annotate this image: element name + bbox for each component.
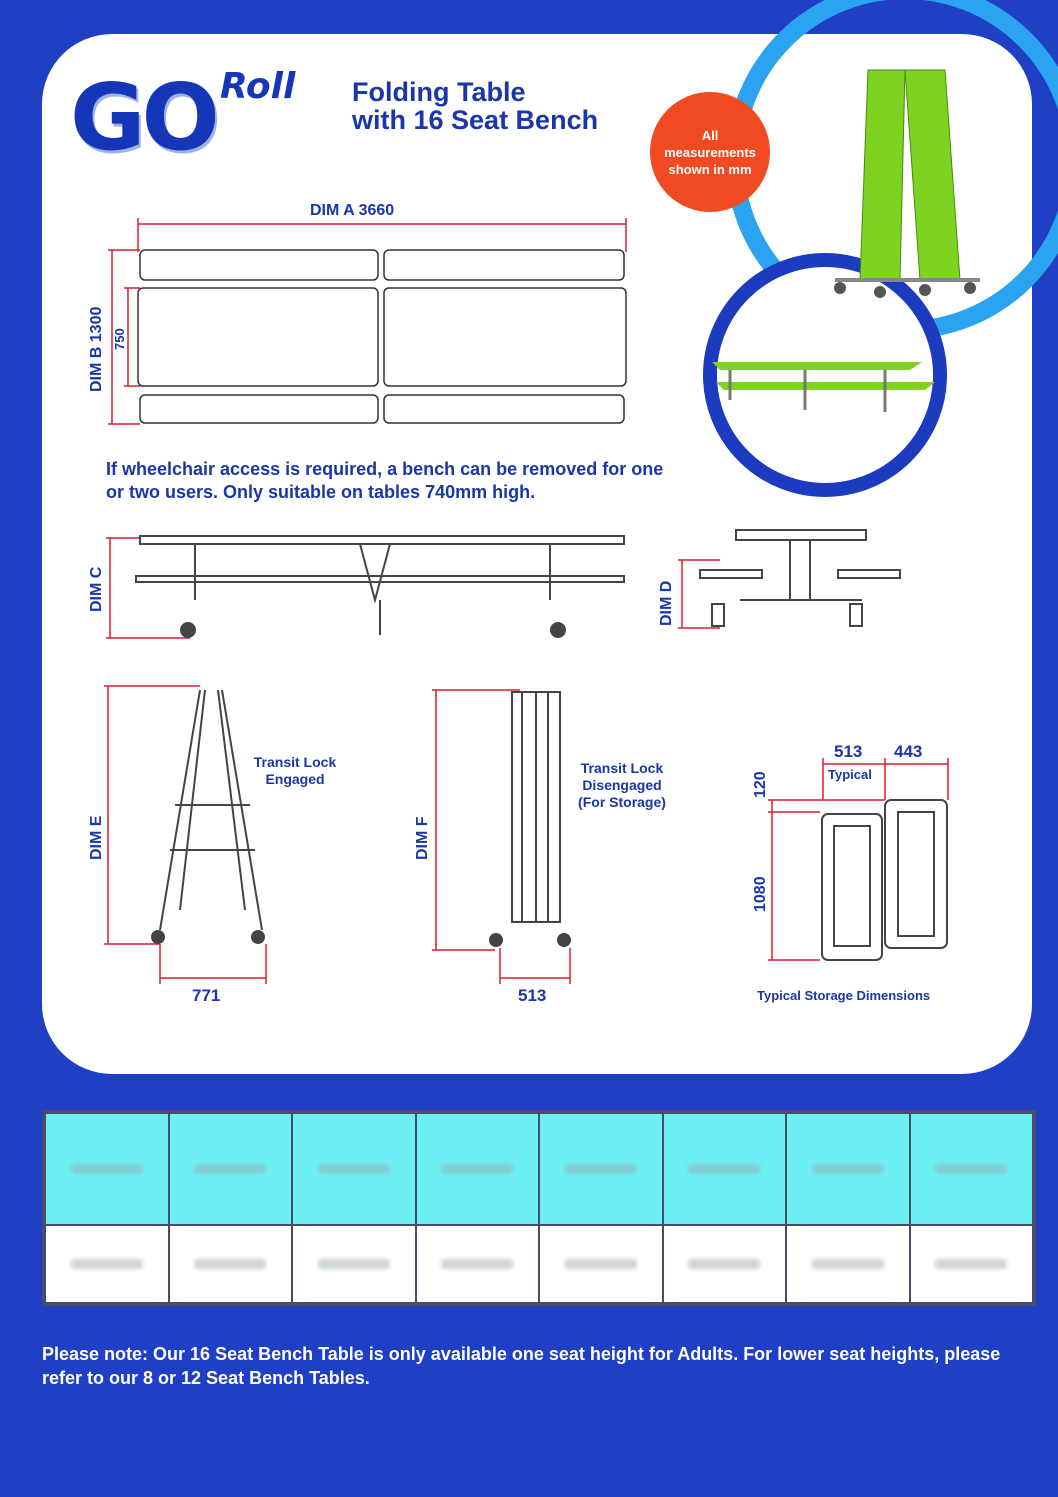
dim-f-label: DIM F: [414, 816, 431, 860]
transit-disengaged-label: Transit Lock Disengaged (For Storage): [574, 760, 670, 811]
table-row: [44, 1224, 1034, 1304]
storage-view-drawing: [821, 799, 948, 961]
title-line-1: Folding Table: [352, 77, 526, 107]
dim-lines: [104, 218, 949, 984]
storage-513-label: 513: [834, 742, 863, 761]
logo-sub: Roll: [220, 66, 296, 107]
width-771-label: 771: [192, 986, 221, 1005]
dim-e-label: DIM E: [88, 815, 105, 860]
width-513-label: 513: [518, 986, 547, 1005]
wheelchair-note: If wheelchair access is required, a benc…: [106, 459, 664, 502]
end-view-drawing: [699, 529, 901, 627]
transit-disengaged-line-1: Transit Lock: [580, 760, 664, 776]
page-title: Folding Table with 16 Seat Bench: [352, 78, 598, 134]
storage-caption: Typical Storage Dimensions: [757, 988, 931, 1003]
folded-table-photo: [834, 69, 980, 298]
badge-text: All measurements shown in mm: [664, 127, 756, 177]
footer-note: Please note: Our 16 Seat Bench Table is …: [42, 1344, 1001, 1388]
dim-750-label: 750: [112, 328, 127, 350]
folded-disengaged-drawing: [489, 691, 571, 947]
dim-c-label: DIM C: [88, 566, 105, 612]
side-view-drawing: [135, 535, 625, 638]
dim-d-label: DIM D: [658, 580, 675, 626]
storage-1080-label: 1080: [752, 876, 769, 912]
unfolded-table-photo: [712, 362, 935, 412]
top-view-drawing: [137, 249, 627, 424]
goroll-logo: GO Roll: [70, 66, 295, 164]
storage-120-label: 120: [752, 771, 769, 798]
dim-b-label: DIM B 1300: [88, 306, 105, 392]
spec-table: [42, 1110, 1036, 1306]
transit-disengaged-line-3: (For Storage): [578, 794, 666, 810]
transit-engaged-label: Transit Lock Engaged: [253, 754, 337, 787]
logo-main: GO: [70, 64, 220, 171]
title-line-2: with 16 Seat Bench: [352, 105, 599, 135]
table-header-row: [44, 1112, 1034, 1226]
transit-disengaged-line-2: Disengaged: [582, 777, 662, 793]
storage-typical-label: Typical: [828, 767, 872, 782]
folded-engaged-drawing: [151, 689, 265, 944]
dim-a-label: DIM A 3660: [310, 202, 395, 219]
mid-circle: [703, 253, 947, 497]
measurements-badge: All measurements shown in mm: [650, 92, 770, 212]
storage-443-label: 443: [894, 742, 923, 761]
